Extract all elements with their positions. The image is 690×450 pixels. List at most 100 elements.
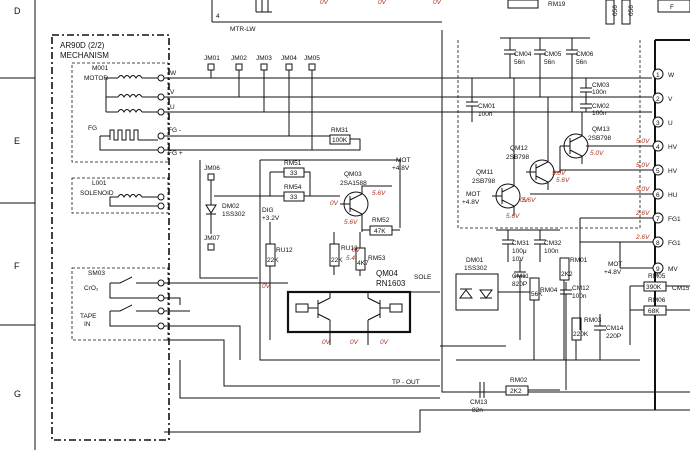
part-label: RM54	[284, 184, 302, 191]
capacitor-cm12	[560, 282, 572, 310]
switch-ref: SM03	[88, 270, 105, 277]
part-value: 56n	[514, 59, 525, 66]
part-label: 056	[628, 5, 635, 16]
part-label: DM01	[466, 257, 484, 264]
supply-label: MOT	[466, 191, 480, 198]
part-value: 1SS302	[222, 211, 246, 218]
voltage-label: 0V	[380, 339, 389, 346]
jumper-pad	[207, 63, 215, 71]
jumper-pad	[260, 63, 268, 71]
jumper-pad	[308, 63, 316, 71]
part-label: CM13	[470, 399, 488, 406]
jumper-label: JM02	[231, 55, 247, 62]
section-border	[441, 30, 690, 393]
signal-w: W	[170, 70, 177, 77]
terminal	[157, 307, 165, 315]
part-label: CM32	[544, 240, 562, 247]
switch-block	[71, 267, 169, 341]
part-label: QM03	[344, 171, 362, 178]
part-label: QM11	[476, 169, 494, 176]
grid-row-label: D	[14, 6, 21, 16]
part-value: 100n	[478, 111, 493, 118]
wire	[164, 282, 440, 345]
part-value: 820P	[512, 281, 527, 288]
part-label: CM12	[572, 285, 590, 292]
wire	[259, 160, 440, 361]
wire	[530, 145, 653, 330]
tape-in-label: IN	[84, 321, 91, 328]
pin-label: MV	[668, 266, 678, 273]
voltage-label: 0V	[262, 283, 271, 290]
capacitor-cm05	[534, 38, 546, 97]
jumper-label: JM05	[304, 55, 320, 62]
voltage-label: 5.0V	[636, 162, 650, 169]
jumper-label: JM01	[204, 55, 220, 62]
part-label: CM04	[514, 51, 532, 58]
capacitor	[621, 0, 631, 25]
part-value: 220K	[573, 331, 589, 338]
wire	[199, 160, 258, 279]
wire	[164, 339, 440, 387]
mechanism-boundary	[51, 34, 170, 441]
part-label: QM12	[510, 145, 528, 152]
resistor	[507, 0, 539, 9]
supply-label: +4.8V	[462, 199, 480, 206]
part-value: 68K	[648, 308, 660, 315]
terminal	[157, 132, 165, 140]
voltage-label: 0V	[322, 339, 331, 346]
jumper-label: JM04	[281, 55, 297, 62]
pin-label: F	[670, 4, 674, 11]
voltage-label: 5.6V	[506, 213, 520, 220]
pin-number: 5	[656, 168, 660, 175]
part-label: RM52	[372, 217, 390, 224]
fg-pulse-symbol	[109, 129, 139, 141]
cap-group	[500, 37, 590, 112]
wire	[164, 297, 241, 360]
solenoid-label: SOLENOID	[80, 190, 114, 197]
part-value: 2SB798	[506, 154, 530, 161]
part-value: 100n	[544, 248, 559, 255]
pin-label: HU	[668, 192, 678, 199]
part-label: CM06	[576, 51, 594, 58]
diode-dm01	[455, 273, 499, 311]
wire	[105, 77, 158, 113]
voltage-label: 5.6V	[522, 197, 536, 204]
tape-in-label: TAPE	[80, 313, 97, 320]
capacitor-cm14	[594, 314, 606, 346]
pin-label: FG1	[668, 240, 681, 247]
diode-dm02	[205, 204, 217, 214]
part-value: 100K	[332, 137, 348, 144]
voltage-label: 5.4V	[346, 255, 360, 262]
part-value: 100n	[592, 110, 607, 117]
voltage-label: 0V	[350, 339, 359, 346]
jumper-label: JM07	[204, 235, 220, 242]
capacitor	[605, 0, 615, 25]
jumper-pad	[207, 173, 215, 181]
part-label: RM51	[284, 160, 302, 167]
voltage-label: 2.6V	[635, 234, 650, 241]
capacitor-cm06	[566, 38, 578, 112]
wire	[210, 70, 313, 150]
pin-number: 8	[656, 240, 660, 247]
part-value: 2K2	[510, 388, 522, 395]
wire	[629, 285, 690, 345]
qm13-leads	[560, 112, 583, 164]
part-label: CM05	[544, 51, 562, 58]
wire	[99, 135, 158, 151]
motor-bus	[164, 77, 652, 151]
part-label: RM01	[570, 257, 588, 264]
voltage-label: 2.6V	[635, 210, 650, 217]
fg-label: FG	[88, 125, 97, 132]
part-value: 82n	[472, 407, 483, 414]
motor-label: MOTOR	[84, 75, 108, 82]
qm12-leads	[526, 97, 561, 190]
terminal	[157, 322, 165, 330]
part-value: 1SS302	[464, 265, 488, 272]
signal-u: U	[170, 104, 175, 111]
part-value: 100n	[592, 89, 607, 96]
pin-number: 2	[656, 96, 660, 103]
mechanism-subtitle: MECHANISM	[60, 51, 109, 60]
jumper-row	[207, 63, 316, 71]
capacitor-cm04	[504, 38, 516, 78]
voltage-label: 5.0V	[636, 186, 650, 193]
